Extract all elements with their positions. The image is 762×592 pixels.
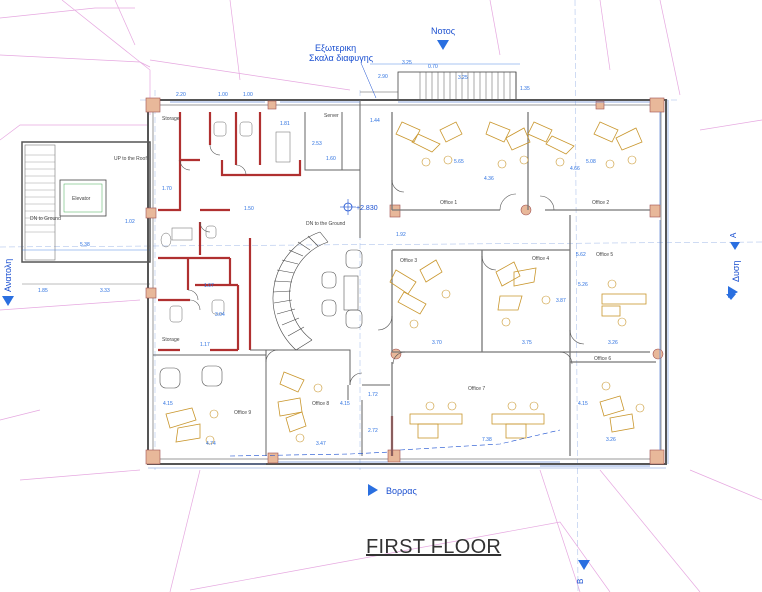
svg-text:2.53: 2.53	[312, 141, 322, 147]
svg-text:3.26: 3.26	[608, 340, 618, 346]
svg-text:1.00: 1.00	[218, 92, 228, 98]
north-marker: Βορρας	[368, 484, 417, 496]
dim-stair-w: 2.90	[378, 74, 388, 80]
svg-text:Δυση: Δυση	[731, 261, 741, 283]
dim-left-b: 3.33	[100, 288, 110, 294]
server-label: Server	[324, 113, 339, 119]
down-to-ground-label: DN to Ground	[30, 216, 61, 222]
up-to-roof-label: UP to the Roof	[114, 156, 147, 162]
hall-down-label: DN to the Ground	[306, 221, 345, 227]
svg-text:B: B	[576, 579, 585, 584]
office-1-label: Office 1	[440, 200, 457, 206]
core-walls	[158, 112, 394, 456]
svg-text:1.70: 1.70	[162, 186, 172, 192]
svg-text:Σκαλα διαφυγης: Σκαλα διαφυγης	[309, 53, 374, 63]
dim-stair-h: 1.35	[520, 86, 530, 92]
storage-top-label: Storage	[162, 116, 180, 122]
svg-text:1.81: 1.81	[280, 121, 290, 127]
svg-text:4.36: 4.36	[484, 176, 494, 182]
office-7-label: Office 7	[468, 386, 485, 392]
hall-furniture	[159, 249, 363, 389]
svg-text:4.15: 4.15	[163, 401, 173, 407]
dimension-labels: 2.20 1.00 1.00 5.65 4.36 5.08 4.66 3.70 …	[162, 92, 618, 447]
escape-stair-label: Εξωτερικη Σκαλα διαφυγης	[309, 43, 374, 63]
office-3-label: Office 3	[400, 258, 417, 264]
svg-text:Ανατολη: Ανατολη	[3, 259, 13, 292]
dim-stair-a: 3.25	[402, 60, 412, 66]
sanitary-fixtures	[160, 121, 291, 323]
office-8-label: Office 8	[312, 401, 329, 407]
east-marker: Ανατολη	[2, 259, 14, 306]
svg-text:3.47: 3.47	[316, 441, 326, 447]
svg-text:5.08: 5.08	[586, 159, 596, 165]
svg-text:4.66: 4.66	[570, 166, 580, 172]
west-marker: Δυση	[726, 261, 741, 300]
dim-left-h: 1.02	[125, 219, 135, 225]
svg-text:2.72: 2.72	[368, 428, 378, 434]
svg-text:1.17: 1.17	[200, 342, 210, 348]
escape-stair: 2.90 3.25 0.70 3.25 1.35	[360, 60, 530, 101]
svg-text:A: A	[729, 232, 738, 238]
office-6-label: Office 6	[594, 356, 611, 362]
elevator-label: Elevator	[72, 196, 91, 202]
svg-text:3.70: 3.70	[432, 340, 442, 346]
svg-text:3.87: 3.87	[556, 298, 566, 304]
dim-left-w: 5.38	[80, 242, 90, 248]
outer-walls	[147, 99, 669, 469]
svg-text:1.92: 1.92	[396, 232, 406, 238]
workstations	[165, 121, 647, 443]
svg-text:1.44: 1.44	[370, 118, 380, 124]
dim-stair-b: 0.70	[428, 64, 438, 70]
office-chairs	[205, 155, 645, 445]
svg-text:Βορρας: Βορρας	[386, 486, 417, 496]
svg-text:5.65: 5.65	[454, 159, 464, 165]
svg-text:4.15: 4.15	[340, 401, 350, 407]
room-labels: Storage Storage Server Office 1 Office 2…	[162, 113, 613, 416]
level-marker: +2.830	[340, 199, 378, 215]
svg-text:3.75: 3.75	[522, 340, 532, 346]
svg-text:3.26: 3.26	[606, 437, 616, 443]
svg-text:4.15: 4.15	[578, 401, 588, 407]
section-mark-b: B	[576, 560, 590, 584]
escape-stair-leader	[360, 62, 377, 99]
drawing-title: FIRST FLOOR	[366, 536, 502, 558]
svg-text:2.20: 2.20	[176, 92, 186, 98]
spiral-stair	[272, 231, 329, 351]
svg-text:1.07: 1.07	[204, 283, 214, 289]
storage-bottom-label: Storage	[162, 337, 180, 343]
svg-text:5.26: 5.26	[578, 282, 588, 288]
svg-text:1.50: 1.50	[244, 206, 254, 212]
north-facade-dashes	[229, 429, 561, 457]
office-5-label: Office 5	[596, 252, 613, 258]
office-4-label: Office 4	[532, 256, 549, 262]
windows	[170, 101, 661, 467]
dim-stair-c: 3.25	[458, 75, 468, 81]
svg-text:Νοτος: Νοτος	[431, 26, 456, 36]
svg-text:1.60: 1.60	[326, 156, 336, 162]
office-9-label: Office 9	[234, 410, 251, 416]
svg-text:1.00: 1.00	[243, 92, 253, 98]
svg-text:1.72: 1.72	[368, 392, 378, 398]
south-marker: Νοτος	[431, 26, 456, 50]
office-walls	[391, 112, 656, 456]
svg-text:3.04: 3.04	[215, 312, 225, 318]
core-grey-walls	[153, 100, 390, 456]
columns	[145, 97, 665, 465]
svg-text:7.38: 7.38	[482, 437, 492, 443]
svg-text:+2.830: +2.830	[356, 205, 378, 212]
dim-left-a: 1.85	[38, 288, 48, 294]
svg-text:Εξωτερικη: Εξωτερικη	[315, 43, 356, 53]
left-stair-tower: Elevator UP to the Roof DN to Ground 5.3…	[21, 141, 151, 294]
svg-text:4.74: 4.74	[206, 441, 216, 447]
section-mark-a: A	[729, 232, 740, 250]
doors	[179, 144, 585, 386]
office-2-label: Office 2	[592, 200, 609, 206]
svg-text:5.62: 5.62	[576, 252, 586, 258]
